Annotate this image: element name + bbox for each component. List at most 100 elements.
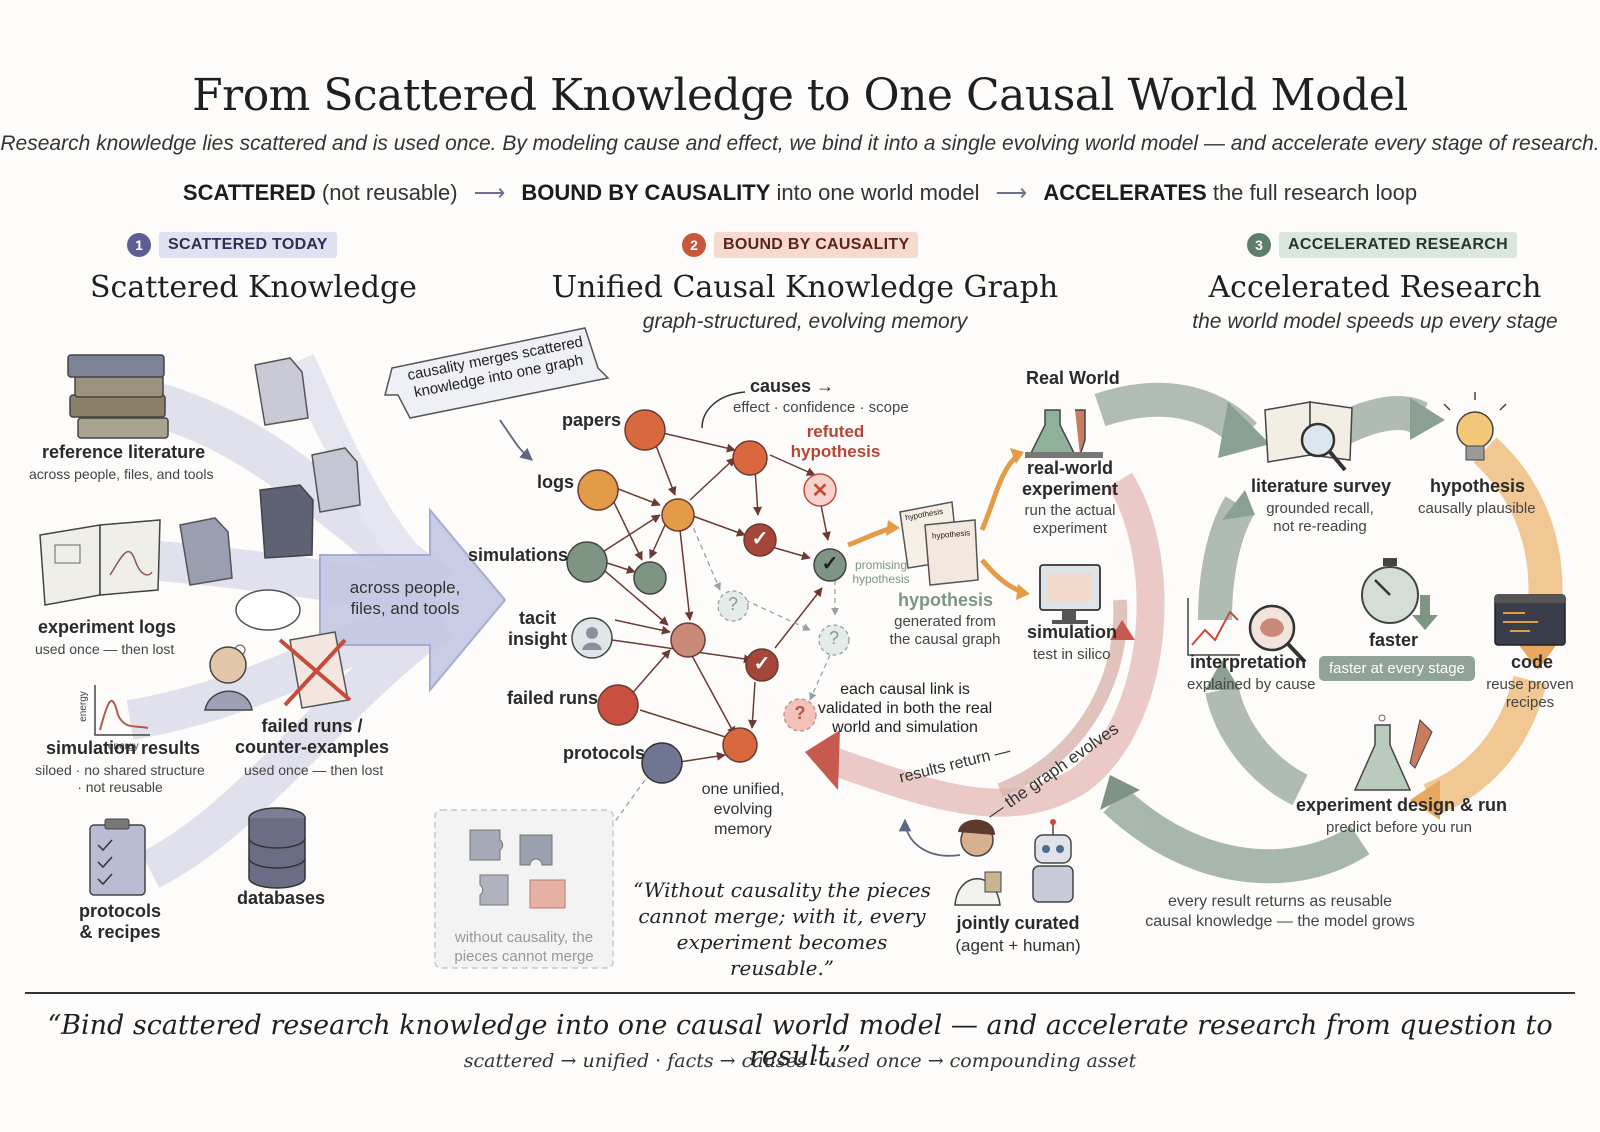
label-code: code <box>1511 652 1554 672</box>
sublabel-line-1: reuse proven <box>1486 676 1574 693</box>
section-number: 2 <box>682 233 706 257</box>
label-line-2: hypothesis <box>790 442 881 461</box>
label-real-world-experiment: real-world experiment <box>1010 458 1130 500</box>
hypothesis-cards-icon <box>899 501 979 586</box>
flow-step-3-bold: ACCELERATES <box>1043 180 1207 205</box>
node-hub <box>661 498 695 532</box>
quote-line-2: cannot merge; with it, every <box>638 904 926 928</box>
section-subtitle: the world model speeds up every stage <box>1192 310 1558 333</box>
sublabel-reference-literature: across people, files, and tools <box>29 466 214 482</box>
node-check-2 <box>813 548 847 582</box>
node-sage-mid <box>633 561 667 595</box>
label-line-3: world and simulation <box>832 719 978 736</box>
sublabel-experiment-logs: used once — then lost <box>35 641 175 657</box>
label-line-2: files, and tools <box>350 599 460 618</box>
quote-line-1: “Without causality the pieces <box>633 878 931 902</box>
label-simulation-results: simulation results <box>46 738 201 758</box>
sublabel-line-2: recipes <box>1505 694 1555 711</box>
label-source-protocols: protocols <box>563 743 646 763</box>
robot-icon <box>1032 819 1074 903</box>
check-icon: ✓ <box>753 653 771 675</box>
scientist-icon <box>954 819 1002 906</box>
sublabel-literature-survey: grounded recall, not re-reading <box>1255 500 1385 536</box>
flow-arrow-icon: ⟶ <box>473 180 506 205</box>
label-line-1: every result returns as reusable <box>1167 893 1393 910</box>
footer-divider <box>25 992 1575 994</box>
label-line-1: without causality, the <box>454 929 594 946</box>
sublabel-causes: effect · confidence · scope <box>733 399 909 416</box>
label-source-logs: logs <box>537 472 575 492</box>
merge-arrow-label: across people, files, and tools <box>335 577 475 619</box>
sublabel-line-2: · not reusable <box>77 779 163 795</box>
node-logs <box>577 469 619 511</box>
label-line-2: hypothesis <box>852 572 910 586</box>
label-refuted-hypothesis: refuted hypothesis <box>788 422 883 462</box>
sublabel-interpretation: explained by cause <box>1187 676 1316 693</box>
node-clay <box>670 622 706 658</box>
beaker-dropper-icon <box>1353 714 1433 791</box>
node-protocols <box>641 742 683 784</box>
label-line-1: promising <box>854 558 908 572</box>
label-validation-note: each causal link is validated in both th… <box>800 680 1010 737</box>
sublabel-simulation: test in silico <box>1033 646 1111 663</box>
label-line-2: causal knowledge — the model grows <box>1145 913 1415 930</box>
label-source-failed-runs: failed runs <box>507 688 599 708</box>
section-subtitle: graph-structured, evolving memory <box>642 310 968 333</box>
section-number: 1 <box>127 233 151 257</box>
label-line-2: & recipes <box>79 922 161 942</box>
node-failed-runs <box>597 684 639 726</box>
node-check-3 <box>745 648 779 682</box>
check-icon: ✓ <box>751 528 769 550</box>
lightbulb-icon <box>1443 392 1507 461</box>
sublabel-line-1: grounded recall, <box>1266 500 1374 517</box>
section-tag: ACCELERATED RESEARCH <box>1279 232 1517 258</box>
page-subtitle: Research knowledge lies scattered and is… <box>0 132 1600 155</box>
section-tag: BOUND BY CAUSALITY <box>714 232 919 258</box>
sublabel-failed-runs: used once — then lost <box>244 762 384 778</box>
node-refuted <box>803 473 837 507</box>
label-jointly-curated: jointly curated <box>956 913 1080 933</box>
node-check-1 <box>743 523 777 557</box>
label-source-papers: papers <box>562 410 622 430</box>
label-line-1: failed runs / <box>261 716 363 736</box>
sublabel-line-2: not re-reading <box>1273 518 1367 535</box>
label-protocols: protocols & recipes <box>70 901 170 943</box>
label-failed-runs: failed runs / counter-examples <box>232 716 392 758</box>
books-icon <box>67 354 169 439</box>
book-magnifier-icon <box>1264 401 1353 472</box>
label-line-1: real-world <box>1026 458 1114 478</box>
chart-magnifier-icon <box>1187 598 1307 664</box>
stopwatch-icon <box>1361 558 1438 630</box>
label-line-2: validated in both the real <box>817 700 993 717</box>
flow-summary: SCATTERED (not reusable) ⟶ BOUND BY CAUS… <box>0 180 1600 206</box>
sublabel-hypothesis-stage: causally plausible <box>1418 500 1536 517</box>
label-promising-hypothesis: promising hypothesis <box>846 558 916 586</box>
inline-quote: “Without causality the pieces cannot mer… <box>622 877 942 981</box>
sublabel-line-1: generated from <box>894 613 996 630</box>
sublabel-line-1: run the actual <box>1024 502 1116 519</box>
label-literature-survey: literature survey <box>1251 476 1392 496</box>
label-line-1: one unified, <box>701 781 785 798</box>
node-top <box>732 440 768 476</box>
check-icon: ✓ <box>821 553 839 575</box>
label-hypothesis-stage: hypothesis <box>1430 476 1526 496</box>
label-unified-memory: one unified, evolving memory <box>688 780 798 840</box>
flow-step-1-rest: (not reusable) <box>321 180 458 205</box>
flow-step-1-bold: SCATTERED <box>182 180 316 205</box>
label-loop-caption: every result returns as reusable causal … <box>1140 892 1420 932</box>
faster-pill: faster at every stage <box>1319 656 1475 681</box>
label-line-2: pieces cannot merge <box>454 948 594 965</box>
node-simulations <box>566 541 608 583</box>
label-real-world: Real World <box>1026 368 1120 388</box>
sublabel-real-world-experiment: run the actual experiment <box>1010 502 1130 538</box>
sublabel-line-2: the causal graph <box>889 631 1001 648</box>
lab-flask-icon <box>1025 409 1103 458</box>
sublabel-jointly-curated: (agent + human) <box>955 936 1081 955</box>
code-window-icon <box>1494 594 1566 646</box>
section-title: Unified Causal Knowledge Graph <box>551 270 1059 305</box>
label-databases: databases <box>237 888 326 908</box>
sublabel-code: reuse proven recipes <box>1480 676 1580 712</box>
node-question-1 <box>717 590 749 622</box>
footer-quote: “Bind scattered research knowledge into … <box>47 1010 1553 1072</box>
label-hypothesis: hypothesis <box>898 590 994 610</box>
